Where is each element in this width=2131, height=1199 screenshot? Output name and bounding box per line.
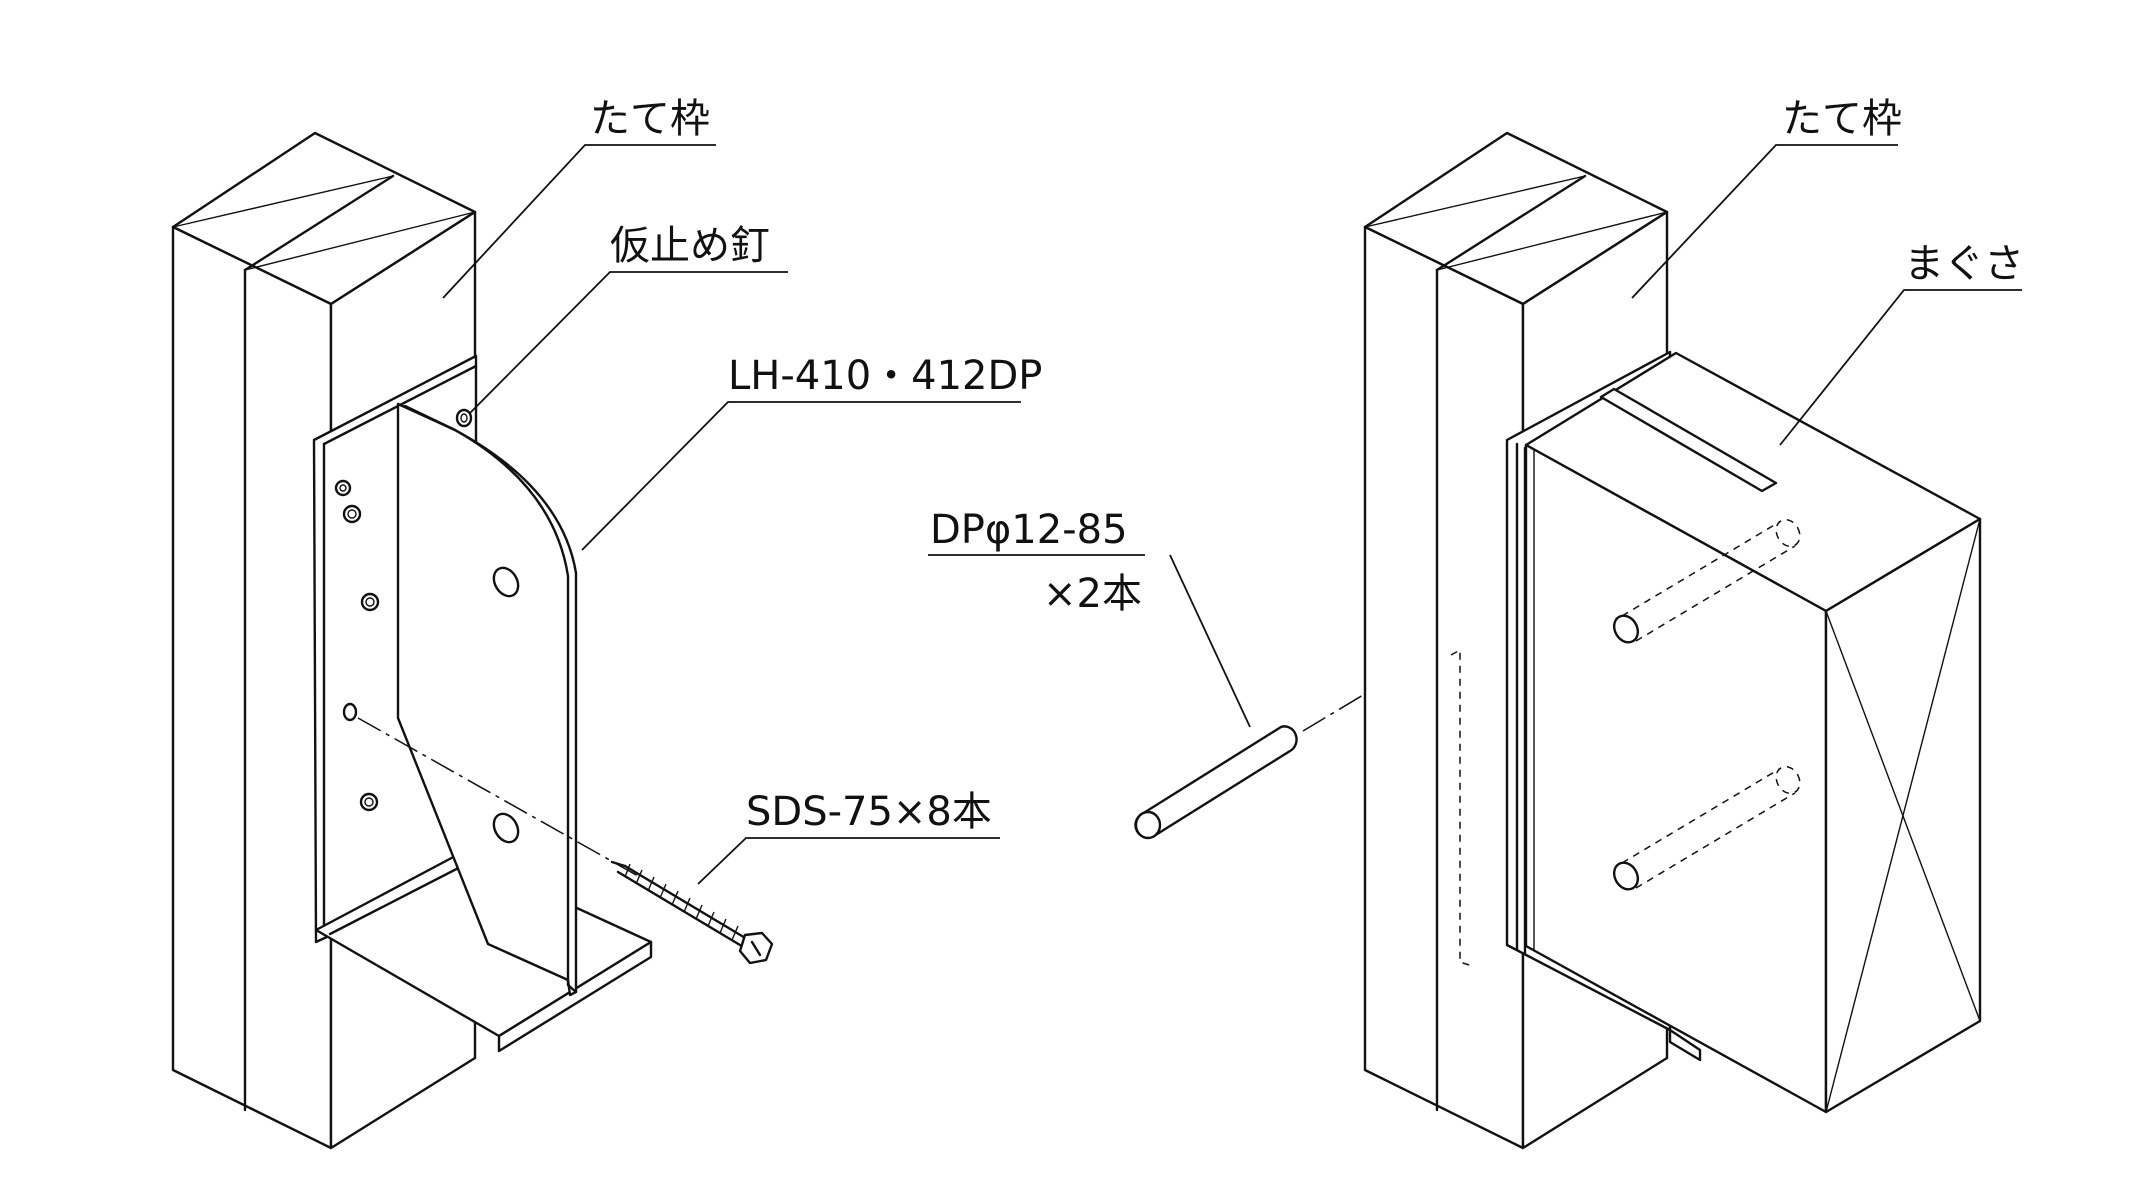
leader-lines: [442, 144, 2022, 885]
labels: たて枠 仮止め釘 LH-410・412DP SDS-75×8本 DPφ12-85…: [590, 96, 2024, 835]
right-assembly: [1363, 131, 1982, 1150]
hanger-fin-plate: [396, 402, 578, 997]
screw-center-line: [357, 717, 639, 877]
label-right-frame: たて枠: [1782, 96, 1902, 142]
label-sds-screws: SDS-75×8本: [746, 789, 992, 835]
hanger-seat-plate: [314, 852, 653, 1053]
hidden-hanger-outline: [1450, 648, 1473, 967]
label-pin-spec: DPφ12-85: [930, 507, 1128, 553]
left-assembly: [171, 131, 774, 1150]
label-left-frame: たて枠: [590, 96, 710, 142]
beam-makusa: [1524, 351, 1982, 1114]
label-pin-qty: ×2本: [1043, 571, 1142, 617]
back-plate-screw-holes: [334, 479, 380, 812]
beam-pin-hole-lower: [1612, 861, 1640, 891]
label-beam: まぐさ: [1904, 241, 2024, 287]
label-hanger-model: LH-410・412DP: [728, 353, 1042, 399]
fin-plate-pin-holes: [492, 566, 520, 844]
sds-screw: [610, 860, 774, 965]
label-temporary-nail: 仮止め釘: [610, 223, 770, 269]
beam-pin-hole-upper: [1612, 614, 1640, 644]
temporary-nail: [455, 408, 473, 428]
